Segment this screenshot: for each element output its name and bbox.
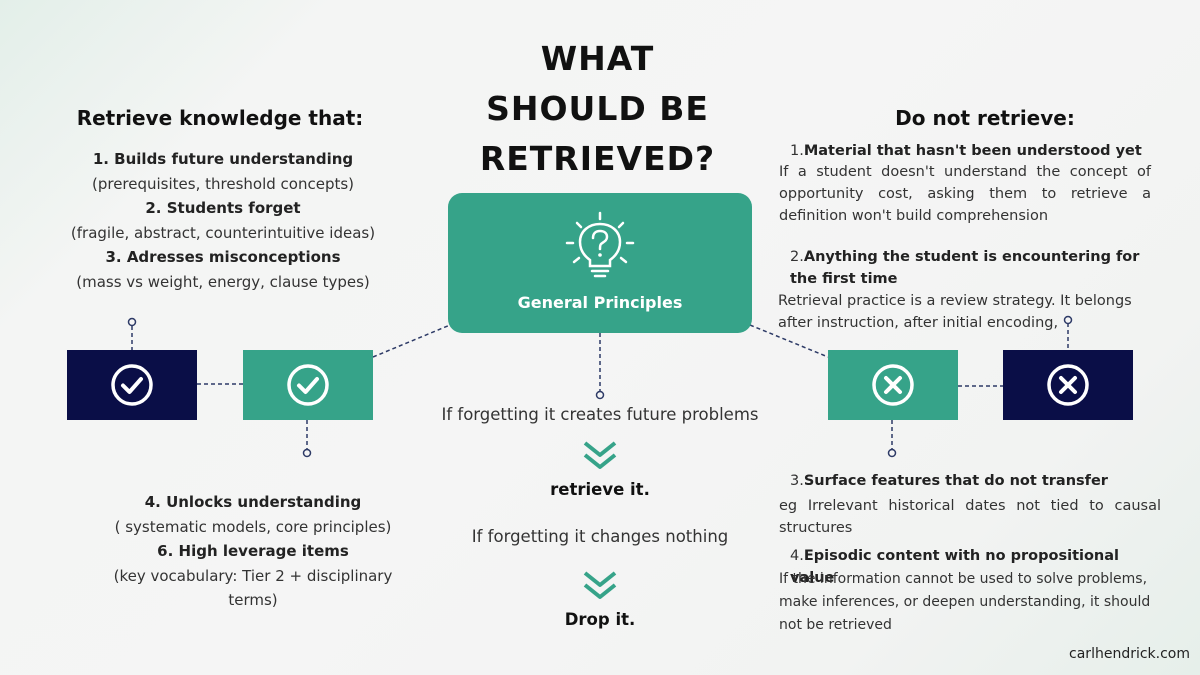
exclude-item-number: 3. — [790, 473, 804, 489]
exclude-box-navy — [1003, 350, 1133, 420]
exclude-item-2-title: 2.Anything the student is encountering f… — [790, 246, 1152, 290]
exclude-item-title: Episodic content with no propositional v… — [790, 548, 1120, 586]
exclude-box-green — [828, 350, 958, 420]
retrieve-item-note: (key vocabulary: Tier 2 + disciplinary t… — [113, 566, 393, 610]
exclude-item-3-desc: eg Irrelevant historical dates not tied … — [779, 498, 1161, 536]
exclude-item-1-desc: If a student doesn't understand the conc… — [779, 164, 1151, 224]
exclude-item-4-title: 4.Episodic content with no propositional… — [790, 545, 1162, 589]
title-line-1: WHAT — [540, 39, 655, 78]
retrieve-item-note: (fragile, abstract, counterintuitive ide… — [70, 223, 376, 242]
retrieve-item-title: 3. Adresses misconceptions — [105, 248, 341, 266]
retrieve-list-bottom: 4. Unlocks understanding ( systematic mo… — [95, 490, 411, 613]
flow-action-1: retrieve it. — [550, 480, 650, 499]
do-not-retrieve-heading: Do not retrieve: — [895, 106, 1075, 130]
title-line-3: RETRIEVED? — [479, 139, 716, 178]
credit-link[interactable]: carlhendrick.com — [1069, 646, 1190, 662]
exclude-item-3-title: 3.Surface features that do not transfer — [790, 470, 1150, 492]
x-circle-icon — [1047, 364, 1089, 406]
flow-condition-1: If forgetting it creates future problems — [441, 405, 759, 424]
check-circle-icon — [287, 364, 329, 406]
flow-action-2: Drop it. — [564, 610, 636, 629]
exclude-item-title: Anything the student is encountering for… — [790, 249, 1140, 287]
retrieve-box-navy — [67, 350, 197, 420]
title-line-2: SHOULD BE — [486, 89, 709, 128]
exclude-item-title: Surface features that do not transfer — [803, 473, 1108, 489]
double-chevron-down-icon — [583, 571, 617, 599]
exclude-item-title: Material that hasn't been understood yet — [803, 143, 1142, 159]
retrieve-item-note: ( systematic models, core principles) — [114, 517, 392, 536]
retrieve-item-title: 6. High leverage items — [157, 542, 349, 560]
retrieve-item-title: 2. Students forget — [145, 199, 301, 217]
retrieve-box-green — [243, 350, 373, 420]
retrieve-heading: Retrieve knowledge that: — [76, 106, 364, 130]
retrieve-item-note: (prerequisites, threshold concepts) — [91, 174, 355, 193]
lightbulb-question-icon — [565, 211, 635, 278]
retrieve-item-title: 4. Unlocks understanding — [144, 493, 362, 511]
general-principles-label: General Principles — [517, 293, 683, 312]
exclude-item-1-title: 1.Material that hasn't been understood y… — [790, 140, 1150, 162]
retrieve-item-title: 1. Builds future understanding — [92, 150, 354, 168]
retrieve-list-top: 1. Builds future understanding (prerequi… — [64, 147, 382, 294]
retrieve-item-note: (mass vs weight, energy, clause types) — [76, 272, 370, 291]
double-chevron-down-icon — [583, 441, 617, 469]
page-title: WHAT SHOULD BE RETRIEVED? — [440, 34, 755, 184]
exclude-item-4-desc: If the information cannot be used to sol… — [779, 571, 1151, 633]
exclude-item-number: 1. — [790, 143, 804, 159]
exclude-item-number: 4. — [790, 548, 804, 564]
exclude-item-2-desc: Retrieval practice is a review strategy.… — [778, 293, 1132, 331]
exclude-item-number: 2. — [790, 249, 804, 265]
x-circle-icon — [872, 364, 914, 406]
check-circle-icon — [111, 364, 153, 406]
flow-condition-2: If forgetting it changes nothing — [471, 527, 729, 546]
